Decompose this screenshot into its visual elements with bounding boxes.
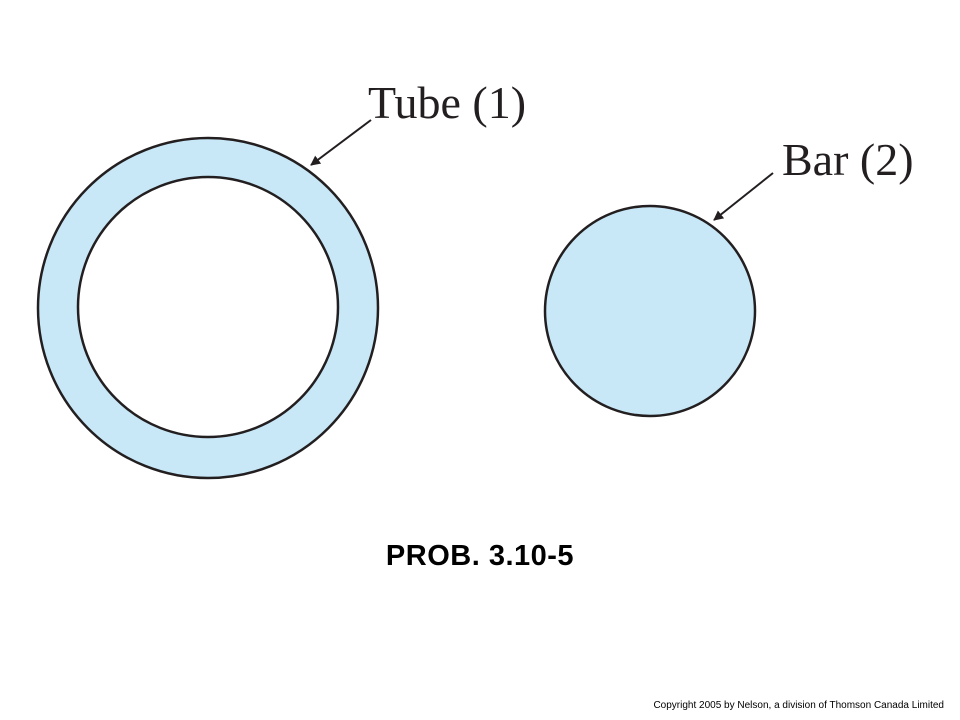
problem-caption: PROB. 3.10-5	[385, 540, 575, 572]
bar-leader-arrow	[713, 172, 774, 221]
bar-cross-section	[543, 204, 757, 418]
copyright-notice: Copyright 2005 by Nelson, a division of …	[653, 700, 944, 711]
tube-cross-section	[36, 136, 380, 480]
tube-label: Tube (1)	[368, 77, 526, 128]
tube-inner-circle	[76, 175, 340, 439]
tube-leader-arrow	[310, 119, 372, 166]
bar-label: Bar (2)	[782, 134, 914, 185]
